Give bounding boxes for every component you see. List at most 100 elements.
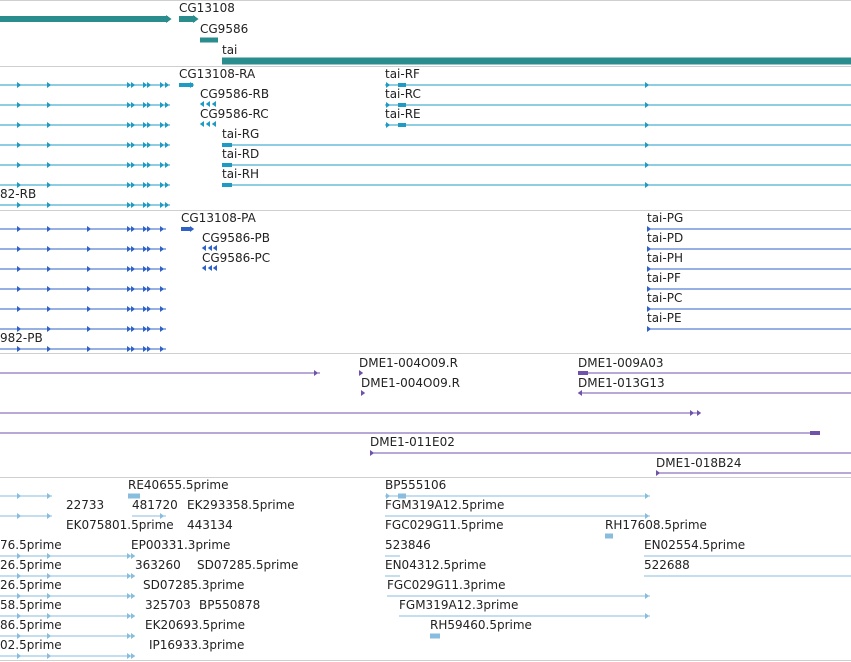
transcript-tai-re[interactable]: tai-RE [385,107,851,128]
protein-left-row[interactable] [0,226,166,232]
gene-cg13108[interactable]: CG13108 [0,1,235,23]
feature-label: 325703 [145,598,191,612]
protein-left-row[interactable] [0,306,166,312]
feature-label: RE40655.5prime [128,478,229,492]
clone-dme1-009a03[interactable]: DME1-009A03 [578,356,851,375]
protein-cg9586-pc[interactable]: CG9586-PC [201,251,270,271]
transcript-left-row[interactable]: 82-RB [0,187,170,208]
transcript-tai-rf[interactable]: tai-RF [385,67,851,88]
est-bp550878[interactable]: BP550878 [199,598,260,612]
feature-label: EK075801.5prime [66,518,174,532]
protein-tai-pf[interactable]: tai-PF [647,271,851,292]
transcript-tai-rg[interactable]: tai-RG [222,127,851,148]
est-ek20693[interactable]: EK20693.5prime [145,618,245,632]
est-523846[interactable]: 523846 [385,538,431,557]
clone-dme1-018b24[interactable]: DME1-018B24 [656,456,851,476]
feature-label: tai [222,43,237,57]
feature-label: RH59460.5prime [430,618,532,632]
est-443134[interactable]: 443134 [187,518,233,532]
est-481720[interactable]: 481720 [132,498,178,519]
feature-label: tai-PC [647,291,682,305]
est-fgc029g11-5[interactable]: FGC029G11.5prime [385,518,503,532]
feature-label: 76.5prime [0,538,62,552]
protein-left-row[interactable] [0,286,166,292]
est-sd07285-3[interactable]: SD07285.3prime [143,578,244,592]
gene-tai[interactable]: tai [222,43,851,65]
protein-left-row[interactable] [0,246,166,252]
feature-label: CG9586 [200,22,248,36]
transcript-cg9586-rb[interactable]: CG9586-RB [199,87,269,107]
protein-cg9586-pb[interactable]: CG9586-PB [201,231,270,251]
est-522688[interactable]: 522688 [644,558,851,577]
gene-cg9586[interactable]: CG9586 [200,22,248,43]
protein-tai-pc[interactable]: tai-PC [647,291,851,312]
protein-cg13108-pa[interactable]: CG13108-PA [181,211,257,232]
feature-label: CG9586-RB [200,87,269,101]
est-partial-86[interactable]: 86.5prime [0,618,136,639]
feature-label: EK293358.5prime [187,498,295,512]
feature-label: 522688 [644,558,690,572]
feature-label: DME1-004O09.R [361,376,460,390]
est-partial-02[interactable]: 02.5prime [0,638,136,659]
feature-label: CG13108-PA [181,211,257,225]
transcript-tai-rh[interactable]: tai-RH [222,167,851,188]
transcript-left-row[interactable] [0,182,170,188]
est-363260[interactable]: 363260 [135,558,181,572]
protein-tai-pg[interactable]: tai-PG [647,211,851,232]
est-en02554[interactable]: EN02554.5prime [644,538,851,557]
est-ek293358[interactable]: EK293358.5prime [187,498,295,512]
transcript-cg13108-ra[interactable]: CG13108-RA [179,67,256,88]
transcript-tai-rc[interactable]: tai-RC [385,87,851,108]
clone-dme1-004o09-r-a[interactable]: DME1-004O09.R [359,356,458,376]
transcript-tai-rd[interactable]: tai-RD [222,147,851,168]
est-partial-26a[interactable]: 26.5prime [0,558,136,579]
clone-dme1-013g13[interactable]: DME1-013G13 [577,376,851,396]
feature-label: CG9586-PC [202,251,270,265]
est-325703[interactable]: 325703 [145,598,191,612]
clone-row-3[interactable] [0,410,702,416]
est-ip16933[interactable]: IP16933.3prime [149,638,244,652]
transcript-left-row[interactable] [0,162,170,168]
feature-label: EN02554.5prime [644,538,745,552]
feature-label: DME1-011E02 [370,435,455,449]
est-fgm319a12-3[interactable]: FGM319A12.3prime [399,598,650,619]
transcript-left-row[interactable] [0,102,170,108]
transcript-cg9586-rc[interactable]: CG9586-RC [199,107,269,127]
protein-tai-pd[interactable]: tai-PD [647,231,851,252]
clone-row-1[interactable] [0,370,320,376]
protein-left-row[interactable]: 982-PB [0,331,166,352]
feature-label: 26.5prime [0,578,62,592]
est-bp555106[interactable]: BP555106 [385,478,650,499]
est-partial-58[interactable]: 58.5prime [0,598,136,619]
est-rh17608[interactable]: RH17608.5prime [605,518,707,539]
est-re40655[interactable]: RE40655.5prime [128,478,229,499]
est-en04312[interactable]: EN04312.5prime [385,558,486,577]
est-fgc029g11-3[interactable]: FGC029G11.3prime [387,578,650,599]
est-ek075801[interactable]: EK075801.5prime [66,518,174,532]
protein-tai-ph[interactable]: tai-PH [647,251,851,272]
est-sd07285-5[interactable]: SD07285.5prime [197,558,298,572]
est-ep00331[interactable]: EP00331.3prime [131,538,230,552]
clone-dme1-004o09-r-b[interactable]: DME1-004O09.R [361,376,460,396]
transcript-left-row[interactable] [0,142,170,148]
feature-label: 22733 [66,498,104,512]
clone-row-4[interactable] [0,431,820,435]
clone-dme1-011e02[interactable]: DME1-011E02 [370,435,851,456]
est-fgm319a12-5[interactable]: FGM319A12.5prime [385,498,650,519]
est-22733[interactable]: 22733 [66,498,104,512]
est-partial-26b[interactable]: 26.5prime [0,578,136,599]
feature-label: 58.5prime [0,598,62,612]
protein-left-row[interactable] [0,326,166,332]
transcript-left-row[interactable] [0,82,170,88]
protein-left-row[interactable] [0,266,166,272]
est-rh59460[interactable]: RH59460.5prime [430,618,532,639]
feature-label: FGC029G11.3prime [387,578,505,592]
est-partial-76[interactable]: 76.5prime [0,538,136,559]
est-left-row[interactable] [0,513,52,519]
feature-label: BP555106 [385,478,446,492]
transcript-left-row[interactable] [0,122,170,128]
feature-label: FGC029G11.5prime [385,518,503,532]
protein-tai-pe[interactable]: tai-PE [647,311,851,332]
feature-label: IP16933.3prime [149,638,244,652]
est-left-row[interactable] [0,493,52,499]
